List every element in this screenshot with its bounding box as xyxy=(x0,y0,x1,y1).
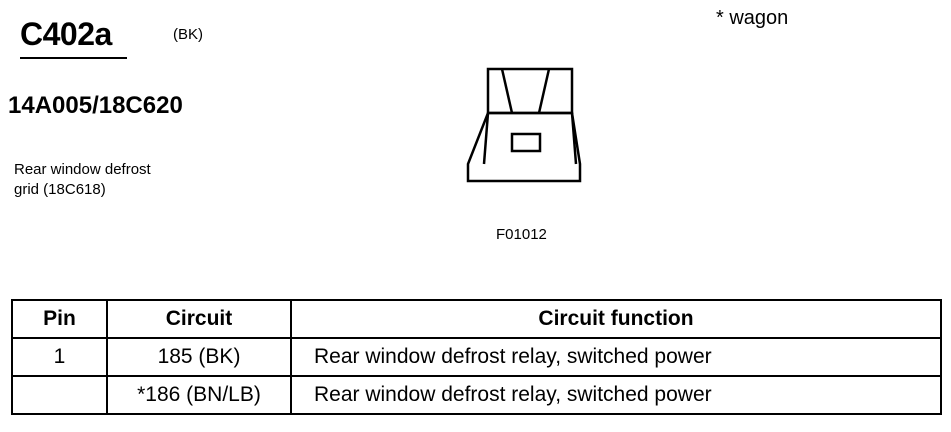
connector-latch-outline xyxy=(486,67,574,115)
component-description-line2: grid (18C618) xyxy=(14,181,106,198)
cell-pin: 1 xyxy=(11,337,108,377)
connector-terminal-slot xyxy=(510,132,542,153)
cell-circuit-function: Rear window defrost relay, switched powe… xyxy=(290,337,942,377)
connector-face-diagram xyxy=(466,67,582,183)
connector-latch-left-stroke xyxy=(500,68,514,114)
component-part-number: 14A005/18C620 xyxy=(8,92,183,119)
table-row: 1 185 (BK) Rear window defrost relay, sw… xyxy=(11,337,942,377)
component-description: Rear window defrost grid (18C618) xyxy=(14,160,151,200)
cell-circuit: 185 (BK) xyxy=(106,337,292,377)
header-circuit: Circuit xyxy=(106,299,292,339)
header-circuit-function: Circuit function xyxy=(290,299,942,339)
connector-id-underline xyxy=(20,57,127,59)
connector-latch-right-stroke xyxy=(537,68,551,114)
connector-body-right-inner-edge xyxy=(570,112,578,165)
connector-color: (BK) xyxy=(173,26,203,43)
cell-pin xyxy=(11,375,108,415)
table-header-row: Pin Circuit Circuit function xyxy=(11,299,942,339)
cell-circuit: *186 (BN/LB) xyxy=(106,375,292,415)
table-row: *186 (BN/LB) Rear window defrost relay, … xyxy=(11,375,942,415)
header-pin: Pin xyxy=(11,299,108,339)
cell-circuit-function: Rear window defrost relay, switched powe… xyxy=(290,375,942,415)
connector-body-left-inner-edge xyxy=(482,112,490,165)
connector-id: C402a xyxy=(20,16,112,52)
figure-id: F01012 xyxy=(496,226,547,243)
wagon-note: * wagon xyxy=(716,7,789,29)
pinout-table: Pin Circuit Circuit function 1 185 (BK) … xyxy=(11,299,942,415)
component-description-line1: Rear window defrost xyxy=(14,161,151,178)
